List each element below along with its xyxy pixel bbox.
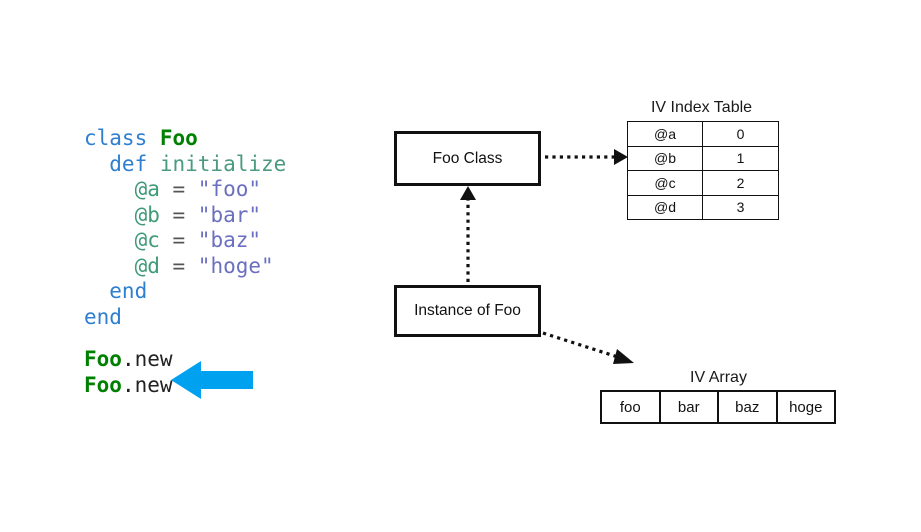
iv-array-cell: hoge <box>789 398 823 416</box>
call-line-0: Foo.new <box>84 345 173 371</box>
iv-index-key-cell: @b <box>627 145 703 171</box>
iv-array-cell: bar <box>661 392 719 422</box>
code-token-4-0: @c <box>84 228 160 252</box>
code-line-7: end <box>84 305 286 331</box>
iv-index-table-caption: IV Index Table <box>650 99 753 116</box>
connector-instance-to-foo-class <box>460 186 476 282</box>
iv-array-caption: IV Array <box>690 369 747 386</box>
code-token-6-0: end <box>84 279 148 303</box>
code-token-2-1: = <box>159 177 198 201</box>
instance-of-foo-box: Instance of Foo <box>394 285 541 337</box>
code-line-6: end <box>84 279 286 305</box>
call-token-1-0: Foo <box>84 372 122 397</box>
cyan-left-arrow-icon <box>171 361 253 399</box>
connector-foo-class-to-iv-index-table <box>545 149 628 165</box>
code-line-5: @d = "hoge" <box>84 254 286 280</box>
code-token-3-2: "bar" <box>197 202 262 227</box>
connector-instance-to-iv-array <box>542 331 634 364</box>
code-line-0: class Foo <box>84 126 286 152</box>
code-token-3-0: @b <box>84 202 160 227</box>
code-token-0-1: Foo <box>159 126 198 150</box>
code-token-5-0: @d <box>84 253 160 278</box>
iv-index-value-cell: 1 <box>702 145 779 171</box>
code-line-1: def initialize <box>84 152 286 178</box>
iv-index-value-cell: 0 <box>702 121 779 147</box>
code-token-4-2: "baz" <box>197 228 262 252</box>
instance-of-foo-box-label: Instance of Foo <box>414 302 521 319</box>
code-token-5-1: = <box>159 253 198 278</box>
code-token-2-2: "foo" <box>197 177 262 201</box>
iv-array-cell: foo <box>602 392 661 422</box>
call-token-0-1: .new <box>121 347 173 371</box>
code-token-4-1: = <box>159 228 198 252</box>
code-token-1-1: initialize <box>159 151 287 176</box>
iv-index-key-cell: @a <box>627 121 703 147</box>
iv-array-cell: baz <box>719 392 778 422</box>
call-token-0-0: Foo <box>84 347 122 371</box>
iv-index-value-cell: 2 <box>702 170 779 196</box>
call-token-1-1: .new <box>121 372 173 397</box>
iv-index-key-cell: @c <box>627 170 703 196</box>
code-line-3: @b = "bar" <box>84 203 286 229</box>
ruby-code-snippet: class Foo def initialize @a = "foo" @b =… <box>84 126 286 330</box>
code-token-3-1: = <box>159 202 198 227</box>
code-token-1-0: def <box>84 151 160 176</box>
code-token-7-0: end <box>84 304 122 329</box>
foo-class-box-label: Foo Class <box>432 149 503 167</box>
code-token-0-0: class <box>84 126 160 150</box>
iv-index-key-cell: @d <box>627 194 703 220</box>
foo-class-box: Foo Class <box>394 131 541 186</box>
code-line-2: @a = "foo" <box>84 177 286 203</box>
code-line-4: @c = "baz" <box>84 228 286 254</box>
code-token-5-2: "hoge" <box>197 253 274 278</box>
call-line-1: Foo.new <box>84 371 173 397</box>
code-token-2-0: @a <box>84 177 160 201</box>
iv-index-value-cell: 3 <box>702 194 779 220</box>
